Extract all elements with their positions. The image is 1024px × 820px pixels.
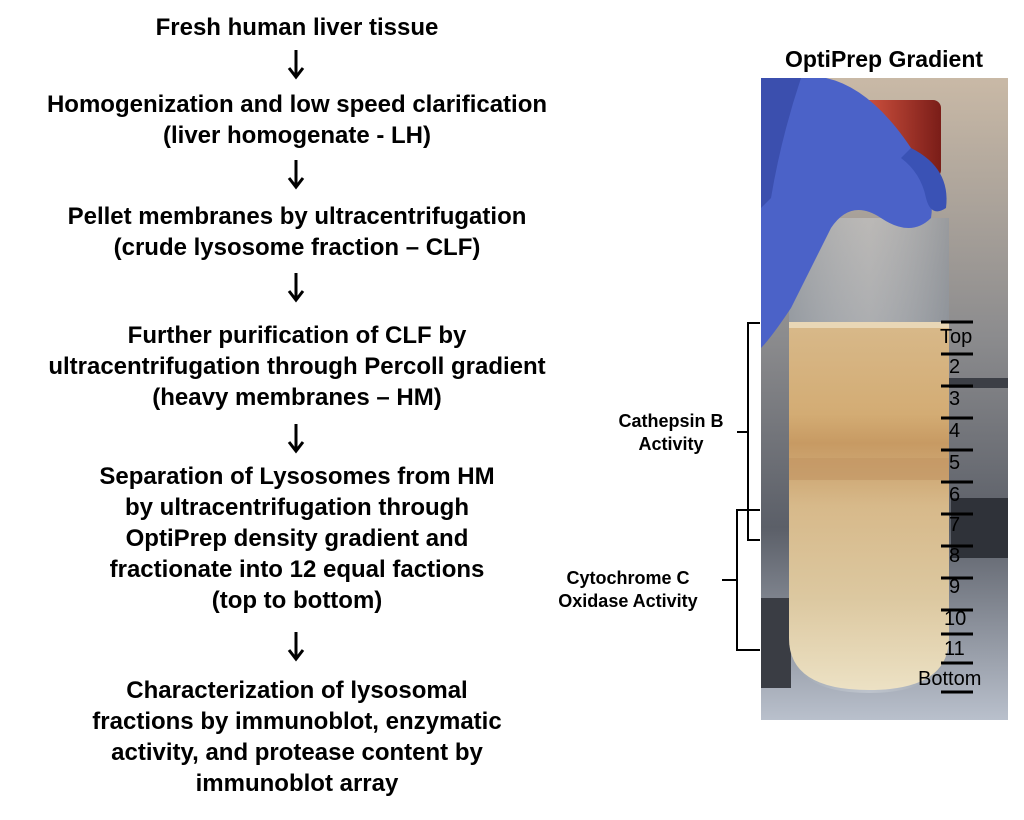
cytochrome-c-label: Cytochrome C Oxidase Activity	[538, 567, 718, 613]
step-2: Homogenization and low speed clarificati…	[0, 89, 594, 151]
fraction-label-2: 2	[949, 356, 961, 378]
step-5-line-1: Separation of Lysosomes from HM	[99, 463, 495, 490]
step-1: Fresh human liver tissue	[0, 12, 594, 43]
step-3: Pellet membranes by ultracentrifugation …	[0, 201, 594, 263]
fraction-label-top: Top	[940, 326, 973, 348]
down-arrow-icon	[287, 50, 305, 80]
fraction-label-9: 9	[949, 576, 961, 598]
down-arrow-icon	[287, 273, 305, 303]
cytochrome-c-line-1: Cytochrome C	[566, 568, 690, 588]
down-arrow-icon	[287, 632, 305, 662]
step-6-line-3: activity, and protease content by	[111, 739, 483, 766]
step-6-line-2: fractions by immunoblot, enzymatic	[92, 708, 502, 735]
fraction-label-8: 8	[949, 545, 961, 567]
step-4-line-3: (heavy membranes – HM)	[152, 384, 442, 411]
step-4-line-1: Further purification of CLF by	[127, 322, 467, 349]
fraction-label-4: 4	[949, 420, 961, 442]
step-4: Further purification of CLF by ultracent…	[0, 320, 594, 413]
cytochrome-c-line-2: Oxidase Activity	[558, 591, 698, 611]
step-1-line-1: Fresh human liver tissue	[155, 14, 439, 41]
cathepsin-b-line-2: Activity	[638, 434, 704, 454]
cathepsin-b-line-1: Cathepsin B	[618, 411, 724, 431]
down-arrow-icon	[287, 424, 305, 454]
step-5-line-3: OptiPrep density gradient and	[125, 525, 469, 552]
step-6-line-4: immunoblot array	[195, 770, 399, 797]
photo-title: OptiPrep Gradient	[784, 46, 984, 72]
fraction-label-bottom: Bottom	[918, 668, 982, 690]
cathepsin-b-label: Cathepsin B Activity	[602, 410, 740, 456]
step-4-line-2: ultracentrifugation through Percoll grad…	[48, 353, 546, 380]
fraction-label-3: 3	[949, 388, 961, 410]
step-5-line-5: (top to bottom)	[211, 587, 383, 614]
gradient-tube-photo	[761, 78, 1008, 720]
fraction-label-11: 11	[944, 638, 965, 660]
step-5-line-4: fractionate into 12 equal factions	[109, 556, 485, 583]
step-3-line-1: Pellet membranes by ultracentrifugation	[67, 203, 527, 230]
step-6-line-1: Characterization of lysosomal	[126, 677, 468, 704]
fraction-label-7: 7	[949, 514, 961, 536]
step-2-line-2: (liver homogenate - LH)	[162, 122, 432, 149]
step-5: Separation of Lysosomes from HM by ultra…	[0, 461, 594, 616]
step-3-line-2: (crude lysosome fraction – CLF)	[113, 234, 481, 261]
step-2-line-1: Homogenization and low speed clarificati…	[46, 91, 548, 118]
fraction-label-6: 6	[949, 484, 961, 506]
fraction-label-5: 5	[949, 452, 961, 474]
down-arrow-icon	[287, 160, 305, 190]
step-6: Characterization of lysosomal fractions …	[0, 675, 594, 799]
fraction-label-10: 10	[944, 608, 967, 630]
step-5-line-2: by ultracentrifugation through	[125, 494, 469, 521]
